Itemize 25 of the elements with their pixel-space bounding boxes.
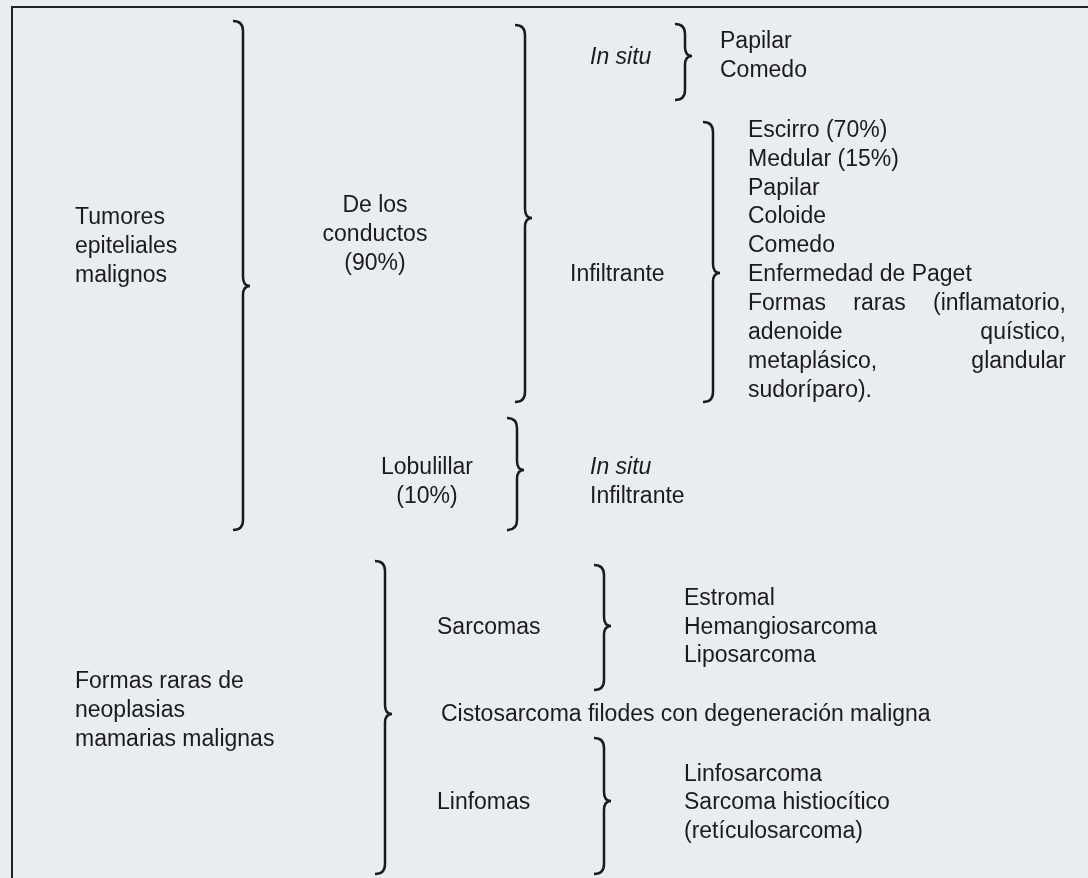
item-label: Enfermedad de Paget [748, 259, 972, 288]
item-label: Coloide [748, 201, 826, 230]
item-label: Sarcomas [437, 612, 541, 641]
category-label: Formas raras de neoplasias mamarias malignas [75, 666, 275, 753]
item-label: Hemangiosarcoma [684, 612, 878, 641]
item-label: Medular (15%) [748, 144, 899, 173]
category-label: Lobulillar (10%) [379, 452, 475, 510]
category-label: In situ [590, 42, 652, 71]
item-label: Infiltrante [590, 481, 685, 510]
item-label: Linfomas [437, 787, 531, 816]
item-label: Escirro (70%) [748, 115, 888, 144]
item-label: Comedo [748, 230, 835, 259]
category-label: Tumores epiteliales malignos [75, 202, 179, 289]
category-label: Sarcoma histiocítico (retículosarcoma) [684, 787, 891, 845]
item-label: Papilar [720, 26, 792, 55]
item-label: Estromal [684, 583, 775, 612]
category-label: De los conductos (90%) [321, 190, 429, 277]
category-label: In situ [590, 452, 652, 481]
item-label: Papilar [748, 173, 820, 202]
item-label: Comedo [720, 55, 807, 84]
item-label: Cistosarcoma filodes con degeneración maligna [441, 699, 931, 728]
item-label: Liposarcoma [684, 640, 816, 669]
item-label: Infiltrante [570, 259, 665, 288]
category-label: Formas raras (inflamatorio, adenoide quístico, metaplásico, glandular sudoríparo). [748, 288, 1066, 404]
item-label: Linfosarcoma [684, 759, 823, 788]
